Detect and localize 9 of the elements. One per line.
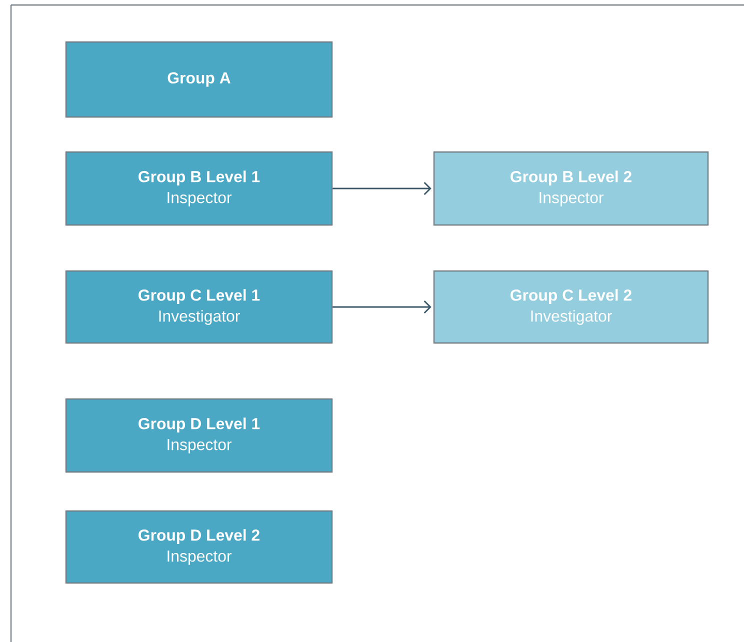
group-box: Group D Level 1 Inspector <box>65 398 333 473</box>
group-box: Group C Level 2 Investigator <box>433 270 709 344</box>
group-box: Group A <box>65 41 333 118</box>
group-box: Group B Level 2 Inspector <box>433 151 709 226</box>
group-box: Group D Level 2 Inspector <box>65 510 333 584</box>
arrow <box>332 300 432 314</box>
group-box: Group C Level 1 Investigator <box>65 270 333 344</box>
arrow <box>332 182 432 196</box>
group-box: Group B Level 1 Inspector <box>65 151 333 226</box>
